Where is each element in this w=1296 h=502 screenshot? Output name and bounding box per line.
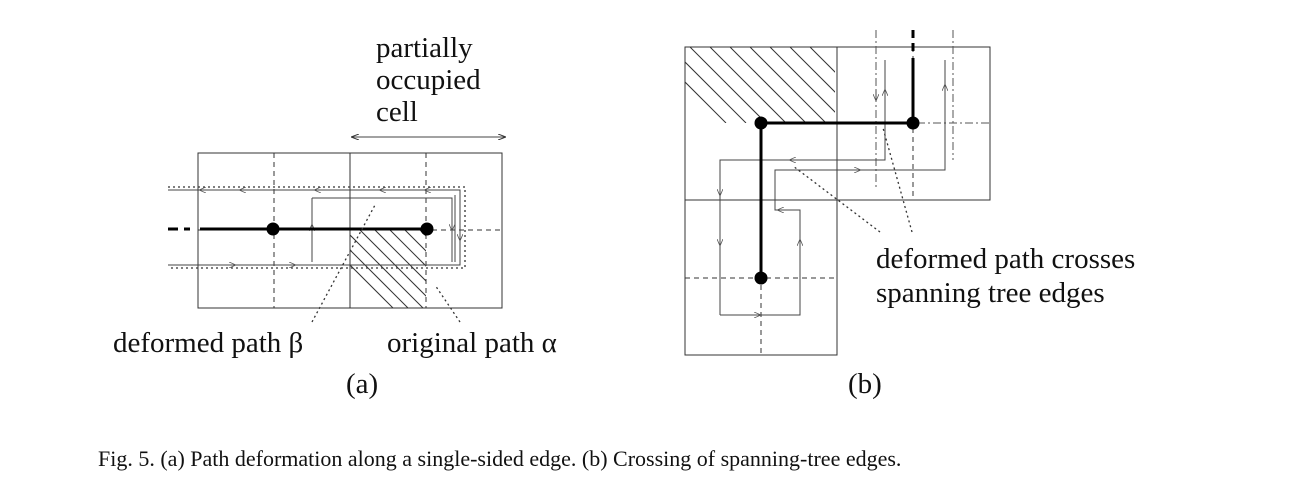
pointer-cross-2: [882, 127, 913, 233]
pointer-deformed: [311, 204, 376, 323]
panel-b-label: (b): [848, 368, 882, 400]
hatched-region-a: [350, 230, 426, 308]
tree-node: [754, 116, 768, 130]
pointer-original: [434, 284, 461, 323]
tree-node: [266, 222, 280, 236]
panel-a-label: (a): [346, 368, 378, 400]
partially-occupied-label-3: cell: [376, 96, 418, 128]
panel-a-diagram: [168, 137, 505, 323]
partially-occupied-label-2: occupied: [376, 64, 481, 96]
panel-b-diagram: [684, 30, 991, 356]
tree-node: [906, 116, 920, 130]
hatched-region-b: [685, 47, 835, 123]
deformed-path-label: deformed path β: [113, 327, 303, 359]
partially-occupied-label-1: partially: [376, 32, 473, 64]
figure-caption: Fig. 5. (a) Path deformation along a sin…: [98, 446, 901, 471]
pointer-cross-1: [792, 165, 881, 233]
crosses-label-1: deformed path crosses: [876, 243, 1135, 275]
original-path-label: original path α: [387, 327, 557, 359]
tree-node: [754, 271, 768, 285]
tree-node: [420, 222, 434, 236]
crosses-label-2: spanning tree edges: [876, 277, 1105, 309]
